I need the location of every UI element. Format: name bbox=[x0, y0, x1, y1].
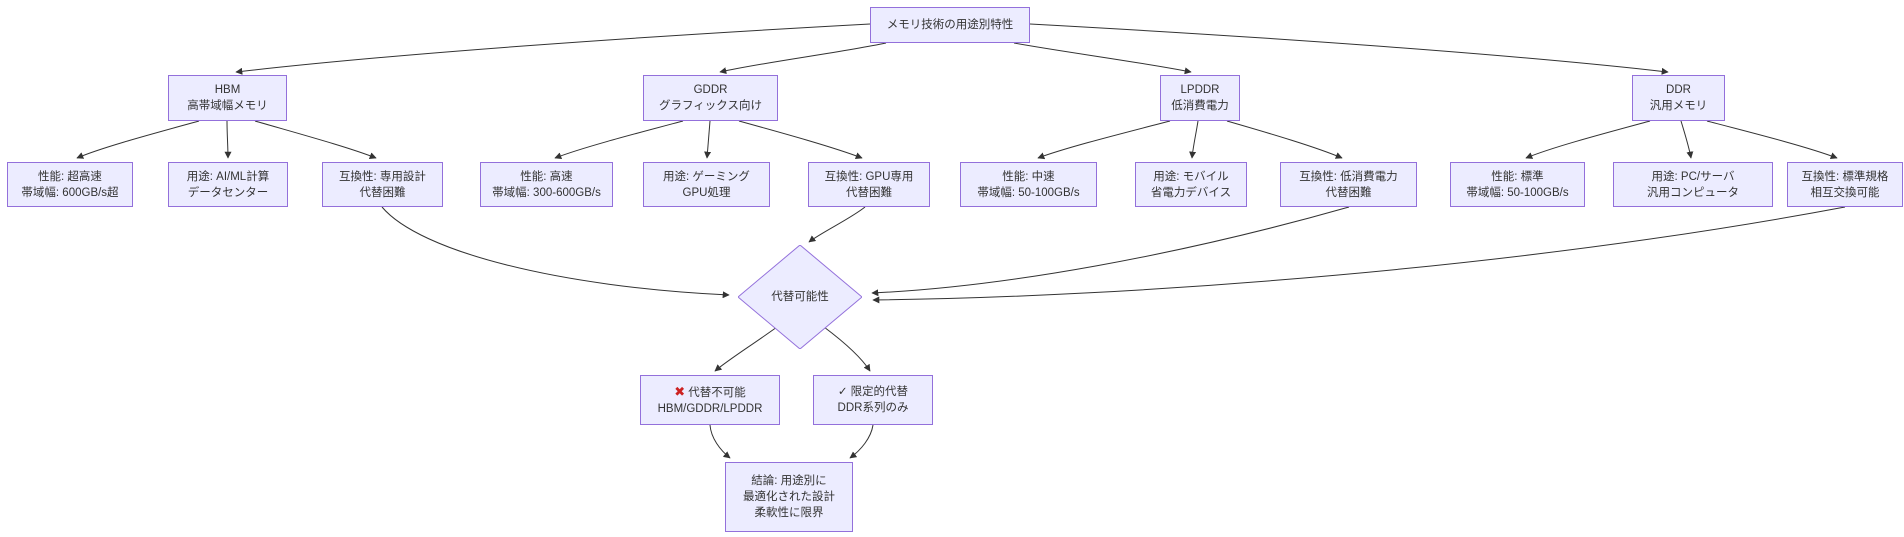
node-label: 高帯域幅メモリ bbox=[187, 100, 268, 112]
node-label: GDDR bbox=[693, 84, 728, 96]
node-label: 低消費電力 bbox=[1171, 100, 1229, 112]
node-hbm: HBM 高帯域幅メモリ bbox=[168, 75, 287, 121]
edge-gddr-use bbox=[704, 120, 712, 159]
node-ddr-compat: 互換性: 標準規格 相互交換可能 bbox=[1787, 162, 1903, 207]
node-label: 帯域幅: 300-600GB/s bbox=[492, 186, 601, 199]
node-gddr-compat: 互換性: GPU専用 代替困難 bbox=[808, 162, 930, 207]
node-label: 性能: 超高速 bbox=[38, 170, 102, 183]
check-icon: ✓ bbox=[837, 386, 848, 398]
node-label: 性能: 中速 bbox=[1002, 170, 1055, 183]
node-gddr: GDDR グラフィックス向け bbox=[643, 75, 778, 121]
edge-limited-conclusion bbox=[849, 424, 874, 459]
edge-gddrcompat-decision bbox=[808, 206, 866, 243]
node-decision: 代替可能性 bbox=[738, 245, 862, 349]
node-label: 結論: 用途別に bbox=[751, 475, 827, 487]
node-label: 汎用メモリ bbox=[1649, 100, 1708, 112]
edge-root-ddr bbox=[1029, 23, 1669, 75]
edge-lpddr-perf bbox=[1037, 120, 1171, 160]
edge-hbm-compat bbox=[254, 120, 377, 159]
node-label: 代替困難 bbox=[359, 186, 406, 199]
edge-lpddrcompat-decision bbox=[871, 206, 1350, 297]
edge-lpddr-compat bbox=[1226, 120, 1343, 159]
node-ddr-use: 用途: PC/サーバ 汎用コンピュータ bbox=[1613, 162, 1773, 207]
node-label: 代替困難 bbox=[846, 186, 892, 199]
node-label: DDR bbox=[1666, 84, 1691, 96]
node-label-text: 限定的代替 bbox=[850, 386, 909, 398]
node-label: 互換性: 低消費電力 bbox=[1299, 170, 1398, 183]
node-lpddr: LPDDR 低消費電力 bbox=[1160, 75, 1240, 121]
node-label: 汎用コンピュータ bbox=[1647, 186, 1739, 199]
node-label: 性能: 標準 bbox=[1491, 170, 1544, 183]
node-label: 互換性: 標準規格 bbox=[1801, 170, 1889, 183]
node-hbm-use: 用途: AI/ML計算 データセンター bbox=[168, 162, 288, 207]
node-label: HBM/GDDR/LPDDR bbox=[657, 402, 763, 415]
cross-icon: ✖ bbox=[674, 383, 686, 399]
node-lpddr-compat: 互換性: 低消費電力 代替困難 bbox=[1280, 162, 1417, 207]
edge-ddr-compat bbox=[1706, 120, 1838, 160]
node-label: 相互交換可能 bbox=[1810, 186, 1880, 199]
node-hbm-compat: 互換性: 専用設計 代替困難 bbox=[322, 162, 443, 207]
edge-root-lpddr bbox=[1013, 42, 1192, 75]
node-label: 代替困難 bbox=[1325, 186, 1372, 199]
node-label: グラフィックス向け bbox=[659, 100, 762, 112]
node-label: データセンター bbox=[187, 186, 269, 199]
node-label: ✓限定的代替 bbox=[838, 384, 908, 400]
node-label: 帯域幅: 50-100GB/s bbox=[1466, 186, 1569, 199]
edge-root-gddr bbox=[719, 42, 887, 75]
node-label: 性能: 高速 bbox=[520, 170, 573, 183]
node-label: ✖代替不可能 bbox=[674, 384, 745, 401]
edge-hbmcompat-decision bbox=[381, 206, 730, 299]
node-ddr-perf: 性能: 標準 帯域幅: 50-100GB/s bbox=[1450, 162, 1585, 207]
diamond-shape bbox=[738, 245, 862, 349]
node-conclusion: 結論: 用途別に 最適化された設計 柔軟性に限界 bbox=[725, 462, 853, 532]
node-label: DDR系列のみ bbox=[837, 402, 909, 414]
edge-lpddr-use bbox=[1189, 120, 1199, 159]
edge-gddr-compat bbox=[738, 120, 863, 160]
node-label: 互換性: GPU専用 bbox=[824, 170, 914, 183]
node-label-text: 代替不可能 bbox=[688, 386, 746, 399]
edge-noreplace-conclusion bbox=[709, 424, 731, 459]
node-label: 帯域幅: 50-100GB/s bbox=[977, 186, 1080, 199]
node-hbm-perf: 性能: 超高速 帯域幅: 600GB/s超 bbox=[7, 162, 133, 207]
edge-ddr-use bbox=[1680, 120, 1694, 159]
edge-ddr-perf bbox=[1525, 120, 1651, 159]
node-label: 用途: ゲーミング bbox=[663, 170, 750, 183]
edge-hbm-use bbox=[224, 120, 232, 159]
edge-gddr-perf bbox=[554, 120, 684, 160]
node-label: 互換性: 専用設計 bbox=[339, 170, 426, 183]
node-gddr-perf: 性能: 高速 帯域幅: 300-600GB/s bbox=[480, 162, 613, 207]
node-lpddr-perf: 性能: 中速 帯域幅: 50-100GB/s bbox=[960, 162, 1097, 207]
edge-decision-limited bbox=[823, 326, 871, 372]
node-label: 省電力デバイス bbox=[1150, 186, 1232, 199]
edge-hbm-perf bbox=[76, 120, 200, 159]
node-label: 代替可能性 bbox=[771, 291, 829, 303]
node-ddr: DDR 汎用メモリ bbox=[1632, 75, 1725, 121]
node-label: 帯域幅: 600GB/s超 bbox=[21, 186, 119, 199]
node-label: 用途: PC/サーバ bbox=[1651, 170, 1735, 183]
edge-decision-noreplace bbox=[714, 326, 778, 372]
node-label: メモリ技術の用途別特性 bbox=[886, 19, 1014, 31]
node-label: GPU処理 bbox=[682, 186, 731, 199]
node-label: 柔軟性に限界 bbox=[754, 507, 824, 519]
node-label: HBM bbox=[214, 84, 241, 96]
node-no-replace: ✖代替不可能 HBM/GDDR/LPDDR bbox=[640, 375, 780, 425]
node-lpddr-use: 用途: モバイル 省電力デバイス bbox=[1135, 162, 1247, 207]
node-label: 用途: モバイル bbox=[1153, 170, 1229, 183]
edge-root-hbm bbox=[235, 23, 871, 75]
node-label: 最適化された設計 bbox=[743, 491, 835, 503]
node-gddr-use: 用途: ゲーミング GPU処理 bbox=[643, 162, 770, 207]
edge-ddrcompat-decision bbox=[872, 206, 1846, 304]
node-limited-replace: ✓限定的代替 DDR系列のみ bbox=[813, 375, 933, 425]
node-root: メモリ技術の用途別特性 bbox=[870, 7, 1030, 43]
node-label: LPDDR bbox=[1180, 84, 1220, 96]
node-label: 用途: AI/ML計算 bbox=[186, 170, 270, 183]
